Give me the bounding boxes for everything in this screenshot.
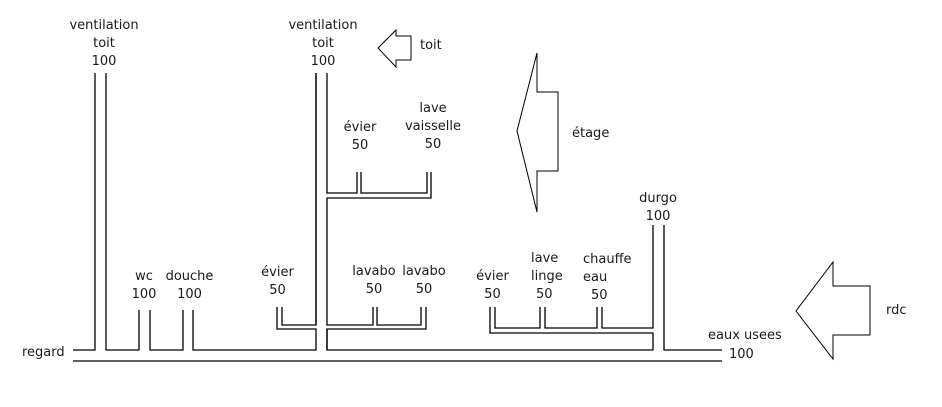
label-wc: wc 100 [131,269,157,302]
label-eaux-usees-size: 100 [729,347,754,362]
lavabo2-pipe [326,307,654,351]
toit-arrow-icon [377,28,412,69]
label-regard: regard [22,345,65,360]
label-evier-rdc-1: évier 50 [261,265,294,298]
evier-rdc2-pipe [494,307,541,329]
label-durgo: durgo 100 [639,191,677,224]
label-evier-rdc-2: évier 50 [476,269,509,302]
level-rdc-label: rdc [886,303,907,318]
evier-etage-pipe [360,172,428,194]
lavabo1-pipe [376,307,422,326]
chauffe-eau-pipe [601,225,654,329]
label-ventilation-1: ventilation toit 100 [69,18,139,69]
label-lavabo-2: lavabo 50 [402,264,446,297]
durgo-pipe [663,225,722,351]
label-lavabo-1: lavabo 50 [352,264,396,297]
vent1-pipe-left [73,73,96,351]
label-evier-etage: évier 50 [343,120,377,153]
label-eaux-usees: eaux usees [708,328,782,343]
rdc-arrow-icon [795,260,871,361]
level-etage-label: étage [572,126,610,141]
label-lave-vaisselle: lave vaisselle 50 [404,101,462,152]
vent2-pipe-right [326,73,358,194]
level-toit-label: toit [420,38,442,53]
lave-linge-pipe [544,307,598,329]
label-lave-linge: lave linge 50 [531,251,563,302]
douche-pipe [192,307,317,351]
etage-arrow-icon [516,52,559,213]
label-ventilation-2: ventilation toit 100 [288,18,358,69]
wc-pipe [149,310,184,351]
vent1-pipe-right [105,73,140,351]
label-chauffe-eau: chauffe eau 50 [583,252,632,303]
label-douche: douche 100 [165,269,214,302]
lave-vaisselle-pipe [326,172,432,326]
